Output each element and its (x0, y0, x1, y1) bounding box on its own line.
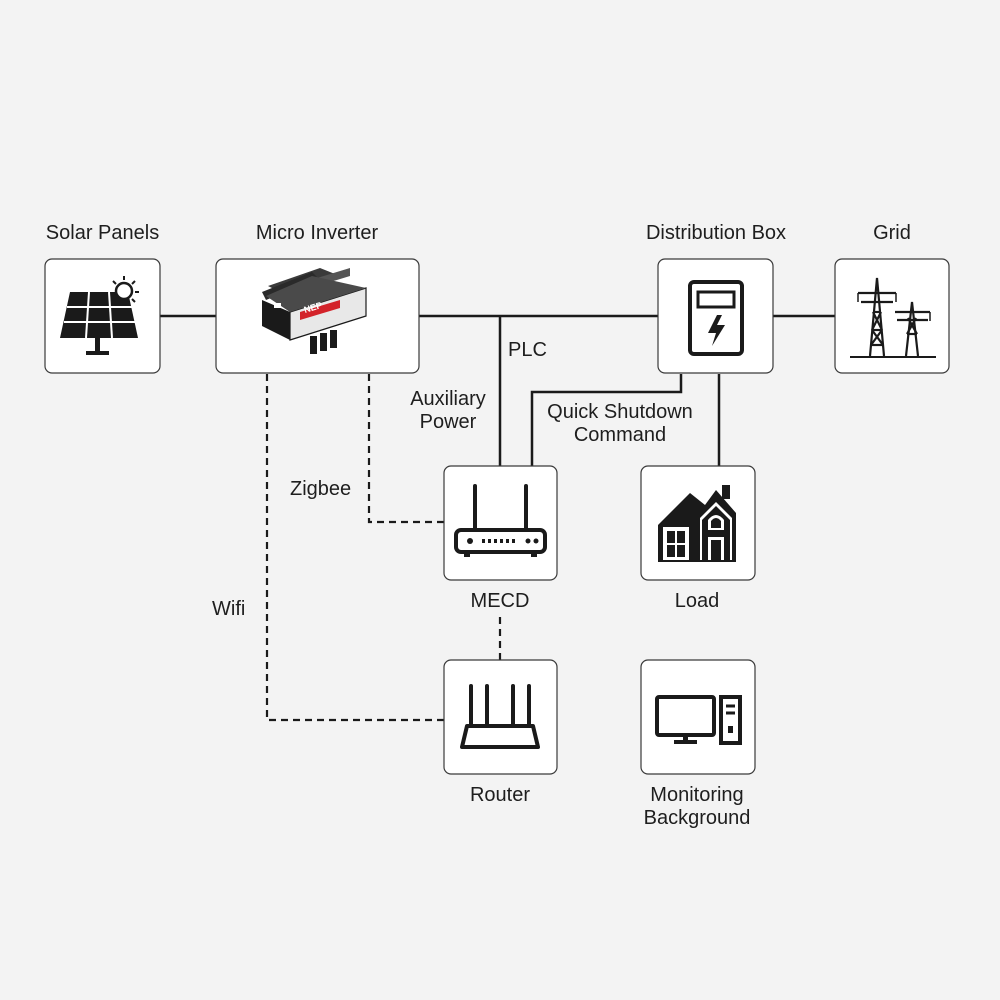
power-tower-icon (850, 277, 936, 358)
auxiliary-power-label: Auxiliary Power (398, 388, 498, 434)
solid-connections (160, 314, 835, 466)
router-box (443, 659, 558, 775)
solar-panels-label: Solar Panels (45, 222, 160, 244)
plc-label: PLC (508, 339, 547, 361)
wifi-router-icon (460, 684, 540, 749)
monitoring-label: Monitoring Background (617, 784, 777, 830)
monitoring-label-line2: Background (643, 807, 751, 829)
edge-quick-shutdown (530, 374, 683, 466)
micro-inverter-label: Micro Inverter (255, 222, 379, 244)
quick-shutdown-label: Quick Shutdown Command (535, 401, 705, 447)
micro-inverter-icon: NEP (262, 268, 367, 354)
house-icon (658, 485, 736, 562)
quick-shutdown-line1: Quick Shutdown (547, 401, 693, 423)
router-device-icon (454, 484, 547, 557)
grid-label: Grid (873, 222, 911, 244)
dashed-connections (265, 374, 502, 722)
auxiliary-power-line1: Auxiliary (410, 388, 486, 410)
distribution-box-label: Distribution Box (645, 222, 787, 244)
zigbee-label: Zigbee (290, 478, 352, 500)
edge-zigbee (367, 374, 444, 524)
router-label: Router (469, 784, 531, 806)
solar-panel-icon (60, 276, 139, 355)
auxiliary-power-line2: Power (419, 411, 477, 433)
mecd-box (443, 465, 558, 581)
mecd-label: MECD (470, 590, 530, 612)
wifi-label: Wifi (212, 598, 246, 620)
quick-shutdown-line2: Command (573, 424, 667, 446)
computer-icon (655, 695, 742, 745)
distribution-box-icon (688, 280, 744, 356)
grid-box (834, 258, 950, 374)
monitoring-label-line1: Monitoring (650, 784, 744, 806)
load-label: Load (674, 590, 720, 612)
